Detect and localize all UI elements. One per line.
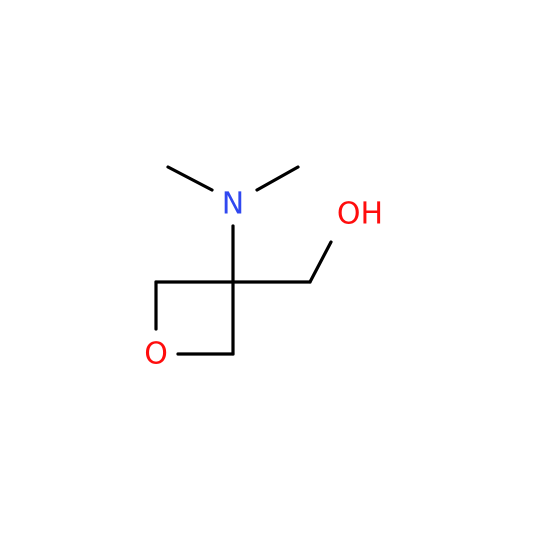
bond-methyl-left-to-n — [166, 165, 214, 192]
ring-oxygen-atom-label: O — [144, 337, 168, 372]
bond-ch2-to-oh — [308, 240, 333, 284]
hydroxyl-group-label: OH — [337, 197, 383, 232]
bond-methyl-right-to-n — [255, 165, 300, 192]
nitrogen-atom-label: N — [222, 187, 244, 222]
